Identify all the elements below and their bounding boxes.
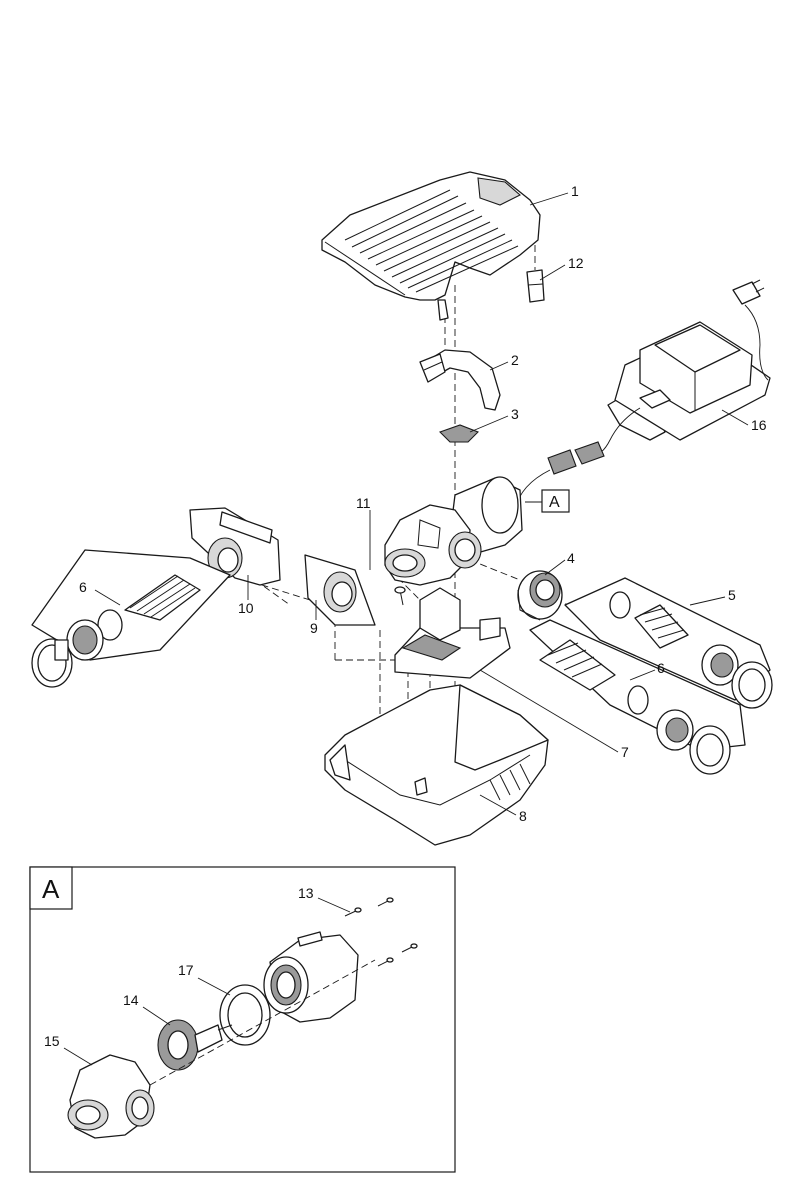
label-10: 10	[238, 600, 254, 616]
label-7: 7	[621, 744, 629, 760]
screw-part	[394, 586, 406, 606]
label-9: 9	[310, 620, 318, 636]
label-4: 4	[567, 550, 575, 566]
side-plate-part	[304, 554, 376, 626]
hose-group-right-part	[564, 577, 773, 709]
hose-adapter-right-part	[529, 619, 746, 775]
motor-housing-part	[384, 476, 523, 586]
label-11: 11	[356, 495, 371, 511]
detail-box-a: A	[29, 866, 456, 1173]
label-13: 13	[298, 885, 314, 901]
hose-adapter-left-part	[31, 549, 231, 688]
detail-o-ring	[219, 984, 271, 1046]
label-6-right: 6	[657, 660, 665, 676]
detail-a-marker-label: A	[549, 494, 560, 511]
detail-motor-can	[263, 931, 359, 1023]
bracket-part	[419, 349, 501, 411]
part-numbers: 1 12 2 3 16 4 5 6 7 8 11 10 9 6	[79, 183, 767, 824]
bottom-housing-part	[324, 684, 549, 846]
side-guard-left-part	[189, 507, 281, 586]
label-8: 8	[519, 808, 527, 824]
label-6-left: 6	[79, 579, 87, 595]
leader-lines	[94, 192, 749, 816]
label-1: 1	[571, 183, 579, 199]
top-cover-part	[321, 171, 541, 321]
motor-base-part	[394, 587, 511, 679]
label-12: 12	[568, 255, 584, 271]
cable-connector-part	[514, 441, 605, 511]
label-5: 5	[728, 587, 736, 603]
transformer-part	[584, 279, 771, 457]
clip-part	[526, 269, 545, 303]
label-17: 17	[178, 962, 194, 978]
union-nut-part	[517, 570, 563, 621]
detail-box-title: A	[42, 874, 60, 904]
label-15: 15	[44, 1033, 60, 1049]
detail-impeller	[157, 1019, 233, 1071]
detail-screws	[344, 897, 418, 967]
label-2: 2	[511, 352, 519, 368]
small-insert-part	[438, 424, 479, 443]
detail-a-marker: A	[525, 489, 570, 513]
label-3: 3	[511, 406, 519, 422]
label-16: 16	[751, 417, 767, 433]
detail-pump-housing	[67, 1054, 155, 1139]
label-14: 14	[123, 992, 139, 1008]
